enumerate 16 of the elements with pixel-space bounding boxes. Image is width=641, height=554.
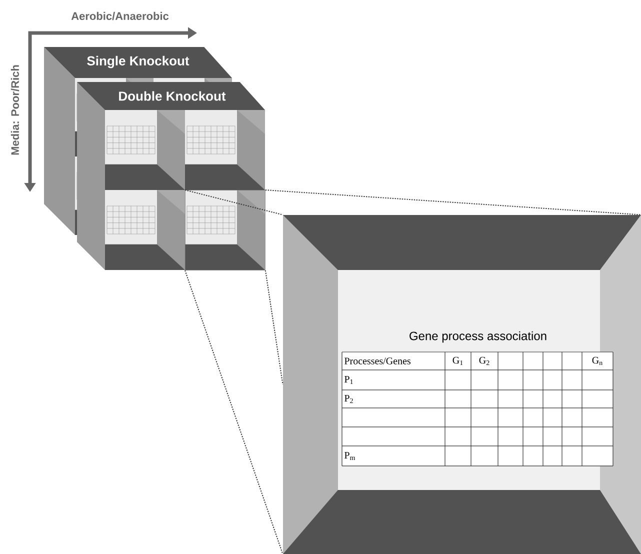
cube-drawing: Double Knockout [77, 82, 265, 270]
row-label: P$_{1}$ [344, 376, 353, 384]
table-header: G$_{2}$ [479, 356, 490, 366]
axis-label: Media: Poor/Rich [10, 65, 20, 155]
cube-cell [185, 190, 266, 270]
table-header: G$_{n}$ [592, 356, 602, 366]
table-header: G$_{1}$ [452, 356, 463, 366]
zoom-line [264, 270, 284, 385]
cube-drawing: Single Knockout [44, 47, 232, 78]
row-label: P$_{m}$ [344, 452, 356, 460]
axis-label: Aerobic/Anaerobic [71, 12, 169, 20]
row-label: P$_{2}$ [344, 394, 353, 403]
node-label: Double Knockout [119, 91, 226, 101]
table-header: Processes/Genes [344, 358, 410, 364]
zoom-line [184, 270, 284, 554]
zoom-line [184, 190, 284, 216]
